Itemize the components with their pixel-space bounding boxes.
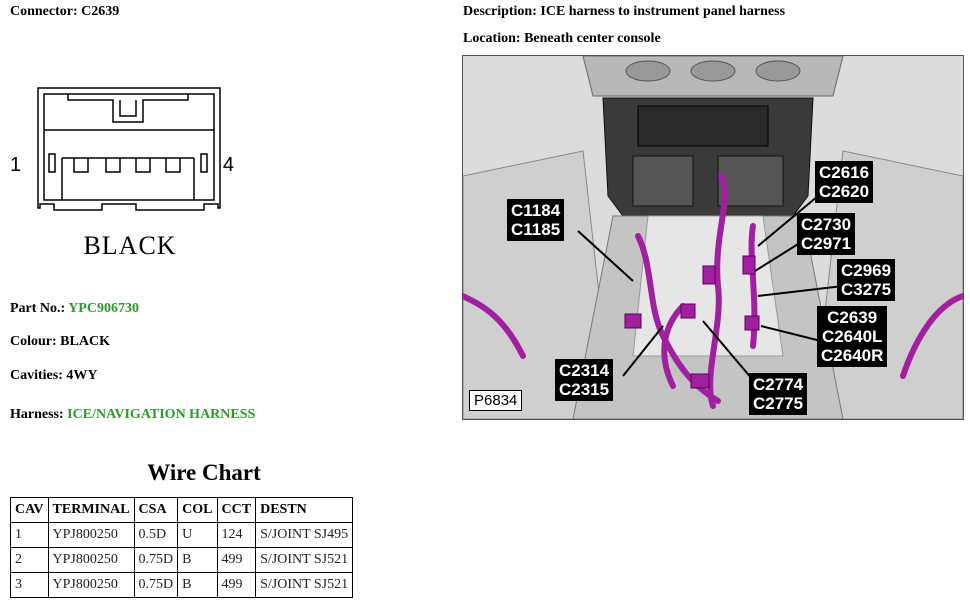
wire-chart-table: CAV TERMINAL CSA COL CCT DESTN 1 YPJ8002…: [10, 497, 354, 598]
table-cell: S/JOINT SJ521: [255, 547, 354, 573]
table-cell: 499: [216, 572, 257, 598]
table-cell: 0.5D: [133, 522, 179, 548]
colour-value: BLACK: [60, 334, 110, 349]
console-illustration: [463, 56, 963, 419]
callout-line: C2774: [753, 375, 804, 394]
wire-chart-header-row: CAV TERMINAL CSA COL CCT DESTN: [10, 497, 354, 523]
callout-line: C2620: [819, 182, 870, 201]
callout-c2969-c3275: C2969 C3275: [837, 259, 896, 301]
connector-label: Connector:: [10, 4, 78, 19]
callout-line: C2969: [841, 261, 892, 280]
description-text: ICE harness to instrument panel harness: [540, 4, 786, 19]
callout-line: C2315: [559, 380, 610, 399]
callout-line: C2640R: [821, 346, 884, 365]
table-row: 1 YPJ800250 0.5D U 124 S/JOINT SJ495: [10, 522, 354, 548]
callout-line: C2971: [801, 234, 852, 253]
table-cell: 499: [216, 547, 257, 573]
callout-line: C2314: [559, 361, 610, 380]
location-label: Location:: [463, 31, 521, 46]
header-cell: CCT: [216, 497, 257, 523]
harness-label: Harness:: [10, 407, 64, 422]
header-cell: CSA: [133, 497, 179, 523]
connector-colour-caption: BLACK: [83, 231, 176, 260]
harness-value: ICE/NAVIGATION HARNESS: [67, 407, 256, 422]
table-cell: YPJ800250: [47, 522, 135, 548]
table-cell: YPJ800250: [47, 572, 135, 598]
cavities-row: Cavities: 4WY: [10, 368, 98, 384]
location-photo: C2616 C2620 C1184 C1185 C2730 C2971 C296…: [462, 55, 964, 420]
table-cell: U: [177, 522, 218, 548]
pin-1-label: 1: [10, 154, 21, 176]
connector-label-row: Connector: C2639: [10, 4, 119, 20]
table-row: 2 YPJ800250 0.75D B 499 S/JOINT SJ521: [10, 547, 354, 573]
table-cell: 0.75D: [133, 572, 179, 598]
part-number-value: YPC906730: [68, 301, 139, 316]
location-text: Beneath center console: [524, 31, 661, 46]
cavities-label: Cavities:: [10, 368, 63, 383]
callout-c2314-c2315: C2314 C2315: [555, 359, 614, 401]
description-row: Description: ICE harness to instrument p…: [463, 4, 785, 20]
location-row: Location: Beneath center console: [463, 31, 661, 47]
header-cell: COL: [177, 497, 218, 523]
callout-line: C1185: [511, 220, 561, 239]
table-cell: 2: [10, 547, 49, 573]
callout-c2730-c2971: C2730 C2971: [797, 213, 856, 255]
table-cell: B: [177, 572, 218, 598]
part-number-label: Part No.:: [10, 301, 66, 316]
callout-line: C3275: [841, 280, 892, 299]
table-row: 3 YPJ800250 0.75D B 499 S/JOINT SJ521: [10, 572, 354, 598]
table-cell: 124: [216, 522, 257, 548]
photo-id-label: P6834: [469, 390, 523, 411]
header-cell: CAV: [10, 497, 49, 523]
table-cell: B: [177, 547, 218, 573]
callout-c2616-c2620: C2616 C2620: [815, 161, 874, 203]
description-label: Description:: [463, 4, 537, 19]
table-cell: S/JOINT SJ495: [255, 522, 354, 548]
harness-row: Harness: ICE/NAVIGATION HARNESS: [10, 407, 255, 423]
table-cell: 1: [10, 522, 49, 548]
header-cell: DESTN: [255, 497, 354, 523]
part-number-row: Part No.: YPC906730: [10, 301, 139, 317]
cavities-value: 4WY: [66, 368, 98, 383]
callout-c1184-c1185: C1184 C1185: [507, 199, 565, 241]
callout-line: C2640L: [821, 327, 883, 346]
table-cell: S/JOINT SJ521: [255, 572, 354, 598]
wire-chart-title: Wire Chart: [147, 460, 261, 485]
table-cell: 0.75D: [133, 547, 179, 573]
pin-4-label: 4: [223, 154, 234, 176]
callout-line: C2730: [801, 215, 852, 234]
callout-line: C2639: [827, 308, 878, 327]
table-cell: 3: [10, 572, 49, 598]
table-cell: YPJ800250: [47, 547, 135, 573]
connector-id: C2639: [81, 4, 120, 19]
callout-c2639-group: C2639 C2640L C2640R: [817, 306, 888, 367]
colour-row: Colour: BLACK: [10, 334, 110, 350]
callout-line: C1184: [511, 201, 561, 220]
header-cell: TERMINAL: [47, 497, 135, 523]
callout-line: C2775: [753, 394, 804, 413]
connector-face-diagram: 1 4 BLACK: [10, 87, 234, 260]
colour-label: Colour:: [10, 334, 57, 349]
callout-line: C2616: [819, 163, 870, 182]
callout-c2774-c2775: C2774 C2775: [749, 373, 808, 415]
